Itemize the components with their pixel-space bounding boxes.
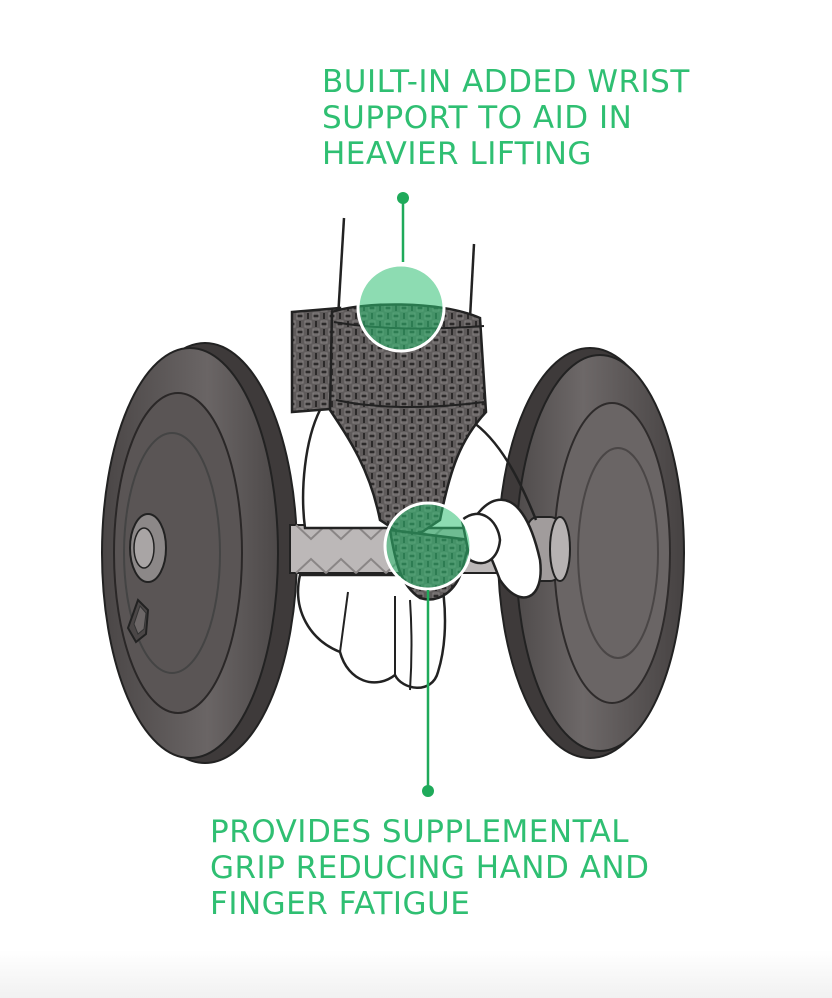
grip-callout-text: PROVIDES SUPPLEMENTAL GRIP REDUCING HAND… bbox=[210, 814, 650, 922]
wrist-support-callout-text: BUILT-IN ADDED WRIST SUPPORT TO AID IN H… bbox=[322, 64, 690, 172]
left-weight-plate bbox=[101, 342, 298, 764]
callout-bottom-marker bbox=[383, 501, 473, 797]
bottom-fade-band bbox=[0, 950, 832, 998]
callout-top-marker bbox=[356, 192, 446, 353]
